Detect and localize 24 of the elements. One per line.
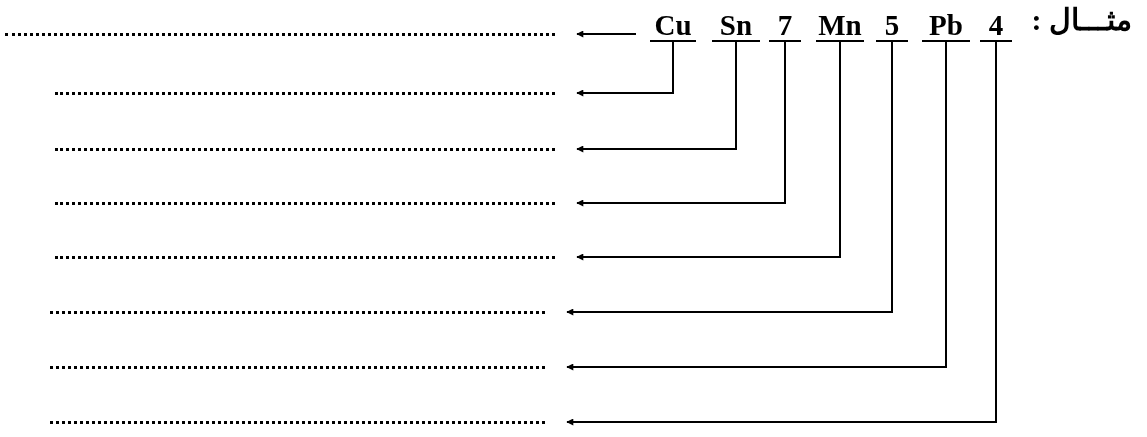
arrow	[576, 41, 841, 261]
code-segment: 7	[769, 8, 801, 42]
fill-in-line	[50, 420, 545, 424]
arrow	[576, 41, 674, 97]
code-segment: Mn	[816, 8, 864, 42]
code-segment: 5	[876, 8, 908, 42]
arrow	[566, 41, 947, 371]
fill-in-line	[55, 201, 555, 205]
code-segment: Pb	[922, 8, 970, 42]
arrow	[576, 41, 786, 207]
fill-in-line	[55, 147, 555, 151]
arrow	[566, 41, 997, 426]
fill-in-line	[55, 255, 555, 259]
code-segment: 4	[980, 8, 1012, 42]
arrow	[566, 41, 893, 316]
code-segment: Sn	[712, 8, 760, 42]
fill-in-line	[55, 91, 555, 95]
fill-in-line	[50, 365, 545, 369]
example-label: مثـــال :	[1031, 2, 1132, 37]
arrow	[576, 41, 737, 153]
arrow	[576, 30, 637, 38]
fill-in-line	[50, 310, 545, 314]
code-segment: Cu	[650, 8, 696, 42]
fill-in-line	[5, 32, 555, 36]
